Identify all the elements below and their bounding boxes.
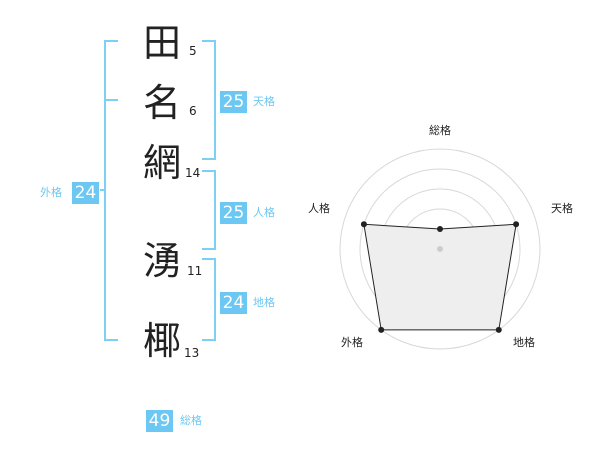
kanji-2: 名 xyxy=(143,81,182,125)
jinkaku-bracket xyxy=(202,170,216,250)
kanji-4: 湧 xyxy=(143,239,182,283)
tenkaku-bracket xyxy=(202,40,216,160)
radar-label-soukaku: 総格 xyxy=(429,123,451,137)
tenkaku-label: 天格 xyxy=(253,95,275,108)
radar-label-jinkaku: 人格 xyxy=(308,201,330,215)
kanji-3: 網 xyxy=(143,141,182,185)
kanji-5: 椰 xyxy=(143,319,182,363)
radar-point xyxy=(360,221,367,228)
radar-point xyxy=(378,326,385,333)
radar-point xyxy=(513,221,520,228)
radar-label-gaikaku: 外格 xyxy=(341,335,363,349)
tenkaku-score: 25 xyxy=(220,91,247,113)
gaikaku-tick xyxy=(104,99,118,101)
chikaku-score: 24 xyxy=(220,292,247,314)
stroke-count-2: 6 xyxy=(189,104,197,118)
radar-center-dot xyxy=(437,246,443,252)
radar-label-tenkaku: 天格 xyxy=(551,201,573,215)
soukaku-score: 49 xyxy=(146,410,173,432)
radar-label-chikaku: 地格 xyxy=(513,335,535,349)
radar-point xyxy=(495,326,502,333)
gaikaku-score: 24 xyxy=(72,182,99,204)
gaikaku-label: 外格 xyxy=(40,186,62,199)
kanji-1: 田 xyxy=(143,21,182,65)
stroke-count-4: 11 xyxy=(187,264,203,278)
chikaku-label: 地格 xyxy=(253,296,275,309)
radar-point xyxy=(437,226,443,232)
jinkaku-label: 人格 xyxy=(253,206,275,219)
chikaku-bracket xyxy=(202,258,216,341)
gaikaku-connector xyxy=(100,189,106,191)
radar-shape xyxy=(363,223,517,331)
soukaku-label: 総格 xyxy=(180,414,202,427)
radar-points xyxy=(360,221,520,333)
stroke-count-3: 14 xyxy=(185,166,201,180)
stroke-count-5: 13 xyxy=(184,346,200,360)
jinkaku-score: 25 xyxy=(220,202,247,224)
stroke-count-1: 5 xyxy=(189,44,197,58)
radar-grid-ring xyxy=(339,148,541,350)
